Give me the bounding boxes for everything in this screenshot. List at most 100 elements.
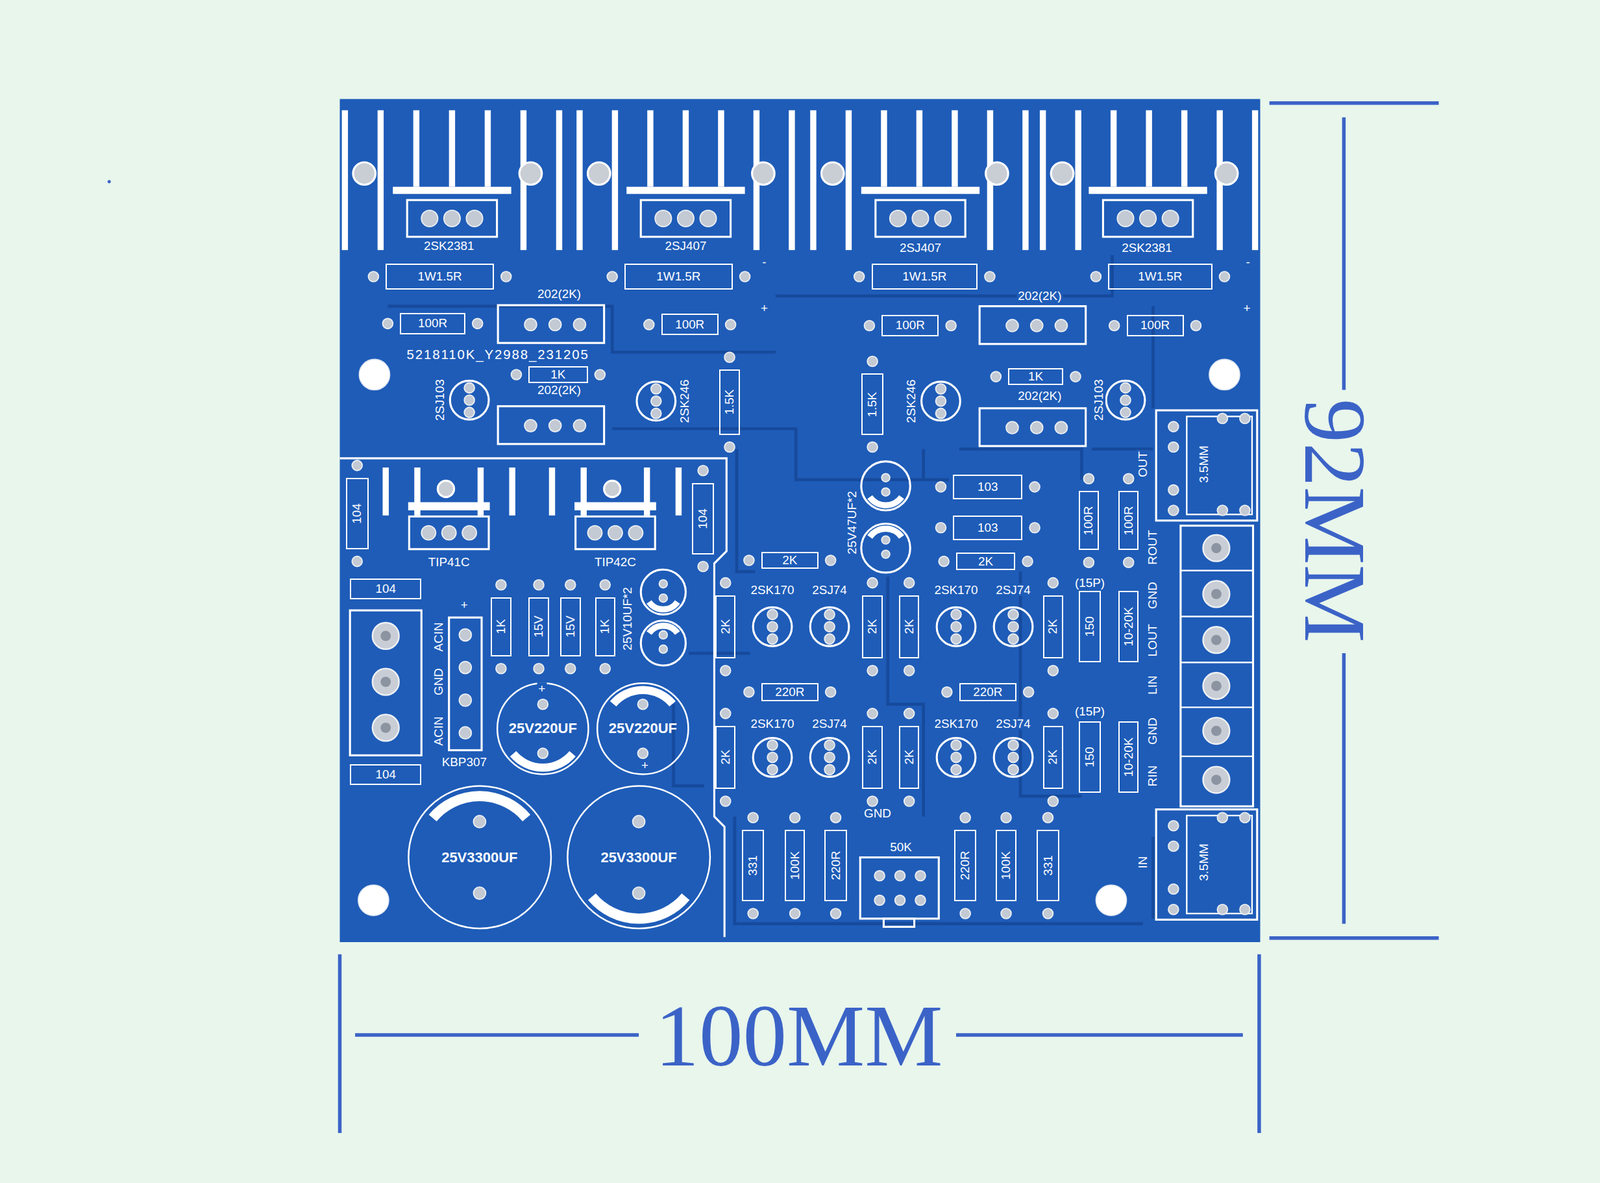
solder-pad	[462, 525, 477, 541]
silkscreen-label: 2SJ103	[1092, 377, 1106, 422]
capacitor-outline	[861, 523, 911, 572]
solder-pad	[904, 708, 915, 719]
dimension-label: 100MM	[654, 991, 943, 1080]
solder-pad	[651, 395, 662, 407]
resistor-box: 100K	[995, 829, 1016, 901]
solder-pad	[1168, 904, 1179, 915]
component-value: 2K	[719, 619, 732, 635]
terminal-screw	[372, 713, 400, 741]
solder-pad	[1008, 633, 1019, 644]
silkscreen-label: -	[760, 255, 768, 269]
solder-pad	[895, 895, 906, 906]
solder-pad	[511, 369, 522, 380]
component-value: 104	[697, 508, 710, 529]
component-value: 2K	[866, 749, 879, 765]
solder-pad	[720, 708, 731, 719]
terminal-block	[349, 610, 422, 755]
solder-pad	[767, 609, 778, 620]
silkscreen-label: ACIN	[432, 714, 446, 747]
silkscreen-label: 202(2K)	[536, 383, 583, 397]
trimmer-outline	[979, 306, 1086, 345]
solder-pad	[767, 763, 778, 775]
solder-pad	[824, 763, 835, 775]
solder-pad	[533, 663, 544, 674]
resistor-box: 100R	[1118, 490, 1139, 550]
solder-pad	[1219, 271, 1231, 282]
transistor-outline	[449, 380, 489, 420]
solder-pad	[588, 525, 603, 541]
resistor-box: 103	[952, 474, 1023, 500]
label-holder: 1.5K	[866, 391, 879, 417]
solder-pad	[458, 661, 472, 674]
solder-pad	[789, 812, 801, 823]
solder-pad	[1008, 621, 1019, 632]
component-value: 104	[375, 582, 396, 596]
trimmer-outline	[497, 406, 604, 444]
solder-pad	[1123, 473, 1134, 484]
terminal-screw	[1202, 717, 1230, 744]
component-value: 1K	[599, 619, 612, 635]
component-value: 100R	[1122, 505, 1135, 535]
silkscreen-label: GND	[1146, 580, 1160, 611]
solder-pad	[1055, 421, 1068, 434]
solder-pad	[524, 419, 537, 432]
resistor-box: 2K	[861, 725, 883, 789]
solder-pad	[867, 708, 878, 719]
resistor-box: 2K	[861, 595, 883, 659]
resistor-box: 100R	[881, 314, 939, 337]
solder-pad	[935, 383, 947, 394]
solder-pad	[960, 812, 971, 823]
heatsink-hole	[353, 162, 376, 185]
solder-pad	[935, 522, 947, 533]
label-holder: 100R	[1140, 319, 1170, 332]
solder-pad	[595, 369, 606, 380]
resistor-box: 104	[691, 482, 715, 555]
polarity-band	[649, 601, 678, 609]
label-holder: 1W1.5R	[902, 270, 947, 284]
label-holder: 103	[977, 521, 998, 534]
resistor-box: 2K	[715, 725, 736, 789]
solder-pad	[458, 693, 472, 707]
terminal-divider	[1180, 706, 1254, 708]
solder-pad	[935, 395, 947, 407]
silkscreen-label: 2SJ74	[810, 717, 848, 731]
component-value: 25V3300UF	[600, 850, 677, 865]
heatsink-fin	[951, 110, 958, 187]
solder-pad	[824, 609, 835, 620]
component-value: 2K	[1046, 749, 1060, 765]
solder-pad	[915, 870, 926, 881]
solder-pad	[1048, 708, 1059, 719]
resistor-box: 220R	[954, 829, 977, 901]
terminal-divider	[1180, 755, 1254, 757]
solder-pad	[889, 210, 907, 227]
component-value: 1W1.5R	[1137, 270, 1182, 284]
solder-pad	[824, 739, 835, 751]
silkscreen-label: 202(2K)	[536, 287, 583, 301]
component-value: 25V220UF	[508, 721, 578, 736]
solder-pad	[677, 210, 694, 227]
heatsink-fin	[675, 467, 682, 516]
solder-pad	[867, 577, 878, 589]
resistor-box: 104	[349, 763, 422, 785]
component-value: 1K	[494, 619, 507, 635]
solder-pad	[549, 419, 562, 432]
solder-pad	[443, 210, 461, 227]
label-holder: 100R	[895, 319, 925, 332]
resistor-box: 220R	[761, 682, 819, 702]
silkscreen-label: 3.5MM	[1197, 842, 1211, 883]
component-value: 10-20K	[1122, 737, 1135, 777]
component-value: 100R	[675, 318, 705, 331]
solder-pad	[1030, 421, 1044, 434]
solder-pad	[351, 460, 363, 471]
solder-pad	[724, 442, 735, 453]
heatsink-fin	[810, 110, 816, 250]
resistor-box: 1.5K	[719, 369, 740, 435]
solder-pad	[1239, 812, 1251, 823]
label-holder: 1W1.5R	[417, 270, 462, 284]
label-holder: 100K	[788, 850, 801, 880]
solder-pad	[1083, 556, 1095, 568]
solder-pad	[495, 663, 507, 674]
heatsink-hole	[588, 162, 611, 185]
silkscreen-label: 5218110K_Y2988_231205	[405, 347, 591, 362]
solder-pad	[1168, 484, 1179, 496]
